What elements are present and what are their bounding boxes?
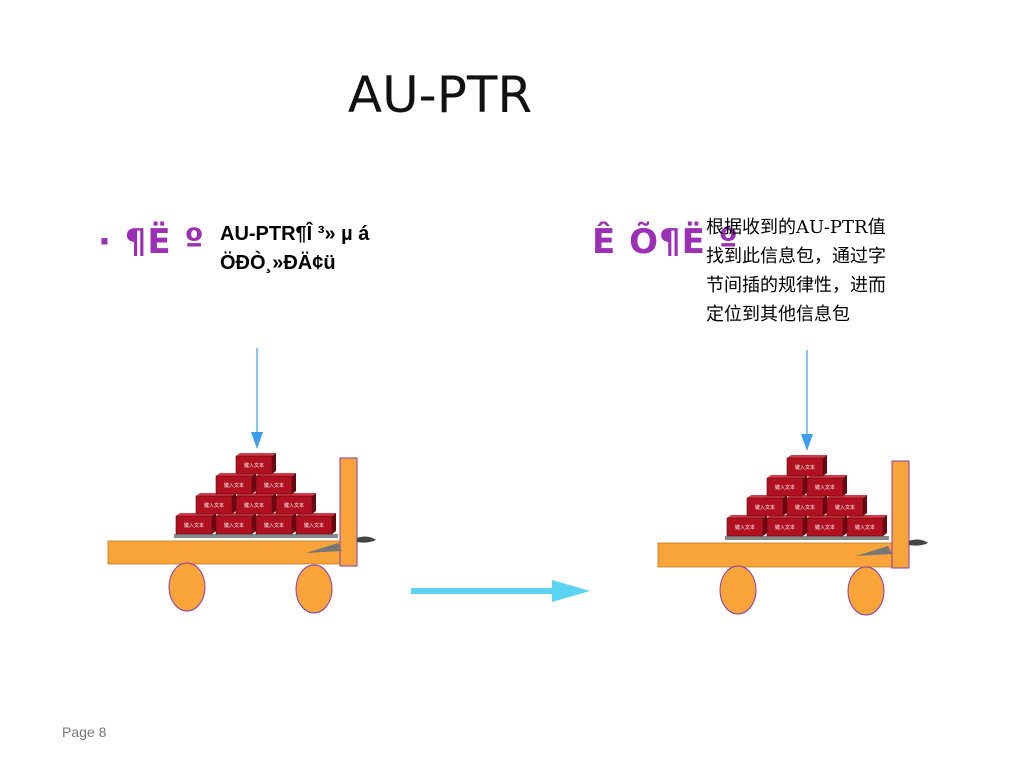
left-block-stack: 键入文本键入文本键入文本键入文本键入文本键入文本键入文本键入文本键入文本键入文本 <box>174 453 338 538</box>
right-cart-grip <box>909 539 928 546</box>
right-block: 键入文本 <box>826 495 867 517</box>
left-cart-wheel-back <box>295 564 333 614</box>
block-label: 键入文本 <box>835 504 855 511</box>
block-label: 键入文本 <box>204 502 224 509</box>
right-shelf <box>725 536 889 540</box>
block-label: 键入文本 <box>775 484 795 491</box>
left-cart-handle <box>339 457 358 567</box>
left-cart-wheel-front <box>168 562 206 612</box>
block-label: 键入文本 <box>815 524 835 531</box>
block-label: 键入文本 <box>795 464 815 471</box>
right-block-stack: 键入文本键入文本键入文本键入文本键入文本键入文本键入文本键入文本键入文本键入文本 <box>725 455 889 540</box>
left-block: 键入文本 <box>215 513 256 535</box>
left-cart-tine <box>306 543 342 553</box>
right-block: 键入文本 <box>846 515 887 537</box>
block-label: 键入文本 <box>264 522 284 529</box>
left-block: 键入文本 <box>255 513 296 535</box>
block-label: 键入文本 <box>244 502 264 509</box>
block-label: 键入文本 <box>735 524 755 531</box>
block-label: 键入文本 <box>755 504 775 511</box>
block-label: 键入文本 <box>284 502 304 509</box>
right-label: Ê Õ¶Ë º <box>592 222 739 262</box>
right-cart-tine <box>856 546 892 556</box>
left-block: 键入文本 <box>215 473 256 495</box>
left-block: 键入文本 <box>235 493 276 515</box>
right-cart-handle <box>891 460 910 569</box>
block-label: 键入文本 <box>224 522 244 529</box>
right-block: 键入文本 <box>726 515 767 537</box>
block-label: 键入文本 <box>264 482 284 489</box>
left-label: · ¶Ë º <box>98 222 205 262</box>
right-block: 键入文本 <box>786 455 827 477</box>
left-block: 键入文本 <box>295 513 336 535</box>
right-cart-wheel-back <box>847 566 885 616</box>
left-block: 键入文本 <box>175 513 216 535</box>
block-label: 键入文本 <box>775 524 795 531</box>
block-label: 键入文本 <box>224 482 244 489</box>
left-block: 键入文本 <box>235 453 276 475</box>
right-block: 键入文本 <box>766 475 807 497</box>
left-shelf <box>174 534 338 538</box>
right-cart-wheel-front <box>719 565 757 615</box>
block-label: 键入文本 <box>244 462 264 469</box>
block-label: 键入文本 <box>795 504 815 511</box>
left-block: 键入文本 <box>255 473 296 495</box>
block-label: 键入文本 <box>855 524 875 531</box>
right-block: 键入文本 <box>806 515 847 537</box>
transfer-arrow <box>411 580 590 602</box>
page-number: Page 8 <box>62 724 107 740</box>
left-pointer-arrow <box>251 348 263 449</box>
left-cart <box>107 457 376 614</box>
left-note-line2: ÖÐÒ¸»ÐÄ¢ü <box>220 252 336 274</box>
block-label: 键入文本 <box>304 522 324 529</box>
right-cart <box>657 460 928 616</box>
right-block: 键入文本 <box>746 495 787 517</box>
left-cart-grip <box>357 536 376 543</box>
right-pointer-arrow <box>801 350 813 451</box>
block-label: 键入文本 <box>184 522 204 529</box>
right-note: 根据收到的AU-PTR值 找到此信息包，通过字 节间插的规律性，进而 定位到其他… <box>706 217 886 325</box>
left-block: 键入文本 <box>195 493 236 515</box>
right-cart-platform <box>657 542 899 568</box>
right-block: 键入文本 <box>786 495 827 517</box>
left-note-line1: AU-PTR¶Î ³» µ á <box>220 223 370 245</box>
left-block: 键入文本 <box>275 493 316 515</box>
block-label: 键入文本 <box>815 484 835 491</box>
slide-title: AU-PTR <box>347 66 533 124</box>
right-block: 键入文本 <box>766 515 807 537</box>
right-block: 键入文本 <box>806 475 847 497</box>
